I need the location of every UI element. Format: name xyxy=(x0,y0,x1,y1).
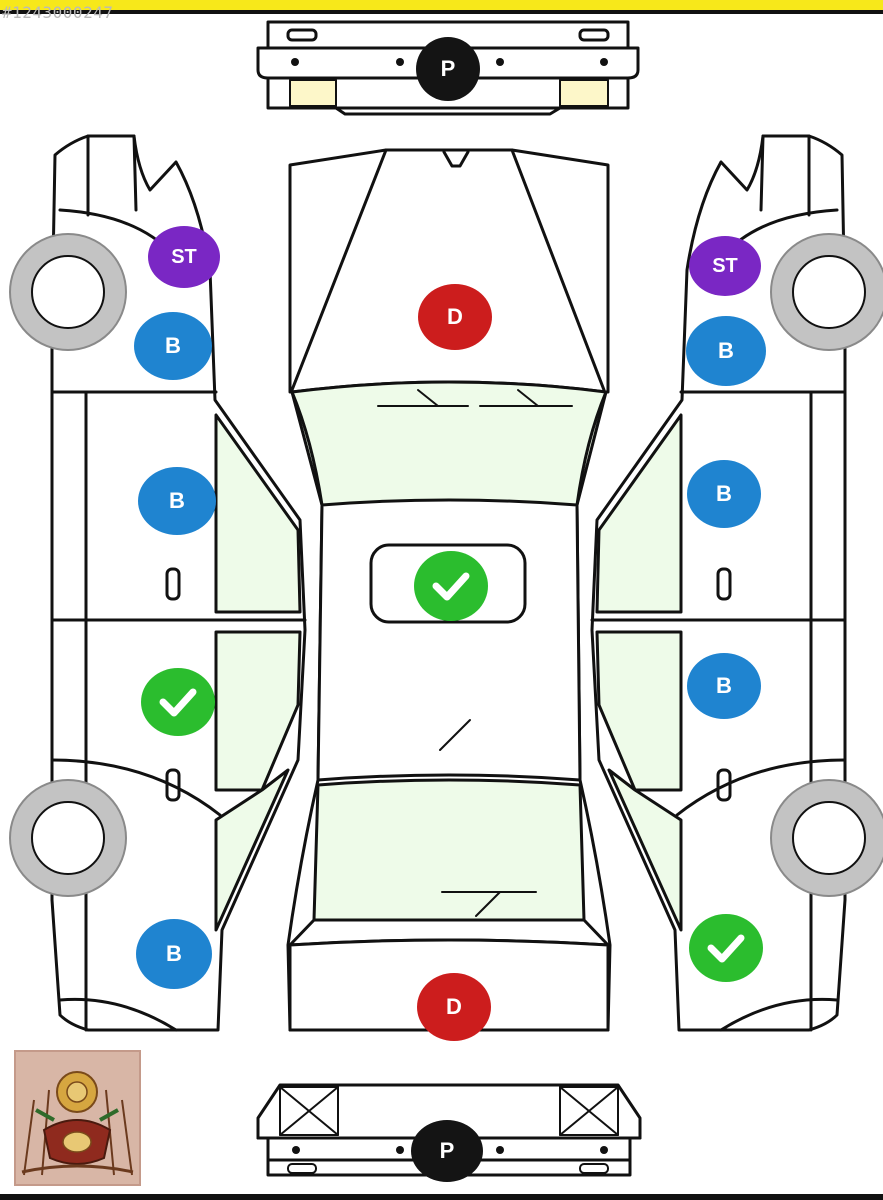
right-rear-door-label: B xyxy=(716,673,732,698)
left-front-door-label: B xyxy=(169,488,185,513)
hood-marker[interactable]: D xyxy=(418,284,492,350)
listing-id: #1243000247 xyxy=(2,3,114,22)
right-rear-door-marker[interactable]: B xyxy=(687,653,761,719)
top-accent-bar xyxy=(0,0,883,10)
coat-of-arms-emblem xyxy=(14,1050,141,1186)
left-front-fender-st-marker[interactable]: ST xyxy=(148,226,220,288)
left-wheels xyxy=(9,233,127,897)
right-front-fender-st-marker[interactable]: ST xyxy=(689,236,761,296)
trunk-marker[interactable]: D xyxy=(417,973,491,1041)
right-front-fender-marker[interactable]: B xyxy=(686,316,766,386)
rear-bumper-marker-label: P xyxy=(439,1138,455,1163)
left-front-fender-st-label: ST xyxy=(171,245,197,268)
left-rear-fender-marker[interactable]: B xyxy=(136,919,212,989)
left-front-fender-marker[interactable]: B xyxy=(134,312,212,380)
check-icon xyxy=(707,934,745,963)
front-bumper-marker-label: P xyxy=(440,56,456,81)
left-front-fender-label: B xyxy=(165,333,181,358)
left-front-door-marker[interactable]: B xyxy=(138,467,216,535)
right-rear-fender-marker[interactable] xyxy=(689,914,763,982)
check-icon xyxy=(432,572,470,601)
hood-marker-label: D xyxy=(447,304,463,329)
front-bumper-marker[interactable]: P xyxy=(416,37,480,101)
left-rear-fender-label: B xyxy=(166,941,182,966)
right-front-door-label: B xyxy=(716,481,732,506)
right-front-door-marker[interactable]: B xyxy=(687,460,761,528)
right-wheels xyxy=(770,233,883,897)
top-divider xyxy=(0,10,883,14)
right-front-fender-label: B xyxy=(718,338,734,363)
right-front-fender-st-label: ST xyxy=(712,254,738,277)
left-rear-door-marker[interactable] xyxy=(141,668,215,736)
car-top-body xyxy=(286,148,612,1032)
roof-marker[interactable] xyxy=(414,551,488,621)
check-icon xyxy=(159,688,197,717)
trunk-marker-label: D xyxy=(446,994,462,1019)
rear-bumper-marker[interactable]: P xyxy=(411,1120,483,1182)
bottom-divider xyxy=(0,1194,883,1200)
